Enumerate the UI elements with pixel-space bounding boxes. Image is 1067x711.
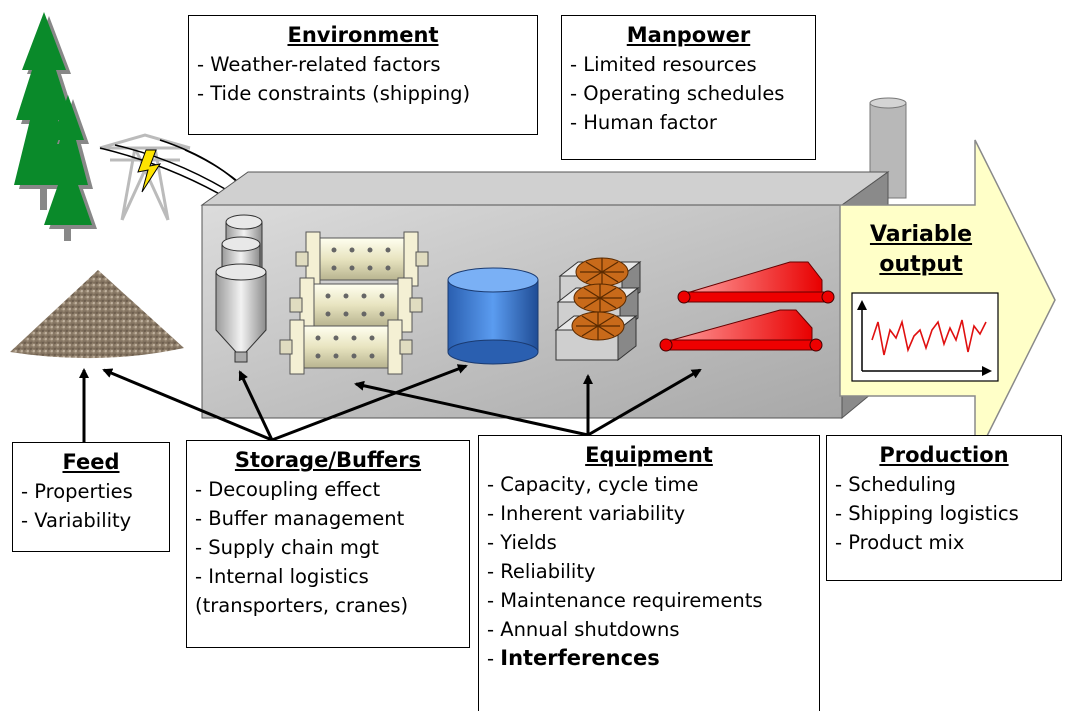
equipment-item: - Maintenance requirements [487, 589, 763, 612]
feed-item: - Variability [21, 509, 132, 532]
equipment-item: - Capacity, cycle time [487, 473, 699, 496]
production-title: Production [879, 443, 1009, 467]
equipment-item-interferences: - Interferences [487, 644, 811, 673]
storage-item: - Decoupling effect [195, 478, 381, 501]
environment-title: Environment [287, 23, 439, 47]
storage-buffers-box: Storage/Buffers - Decoupling effect - Bu… [186, 440, 470, 648]
environment-box: Environment - Weather-related factors - … [188, 15, 538, 135]
equipment-item: - Annual shutdowns [487, 618, 680, 641]
feed-title: Feed [62, 450, 120, 474]
equipment-last-prefix: - [487, 647, 501, 670]
manpower-item: - Limited resources [570, 53, 757, 76]
manpower-item: - Human factor [570, 111, 717, 134]
production-item: - Scheduling [835, 473, 956, 496]
storage-title: Storage/Buffers [234, 448, 422, 472]
environment-item: - Weather-related factors [197, 53, 441, 76]
storage-item: (transporters, cranes) [195, 594, 409, 617]
ore-pile-icon [10, 270, 184, 359]
production-item: - Shipping logistics [835, 502, 1019, 525]
equipment-item: - Inherent variability [487, 502, 686, 525]
output-trend-chart [851, 292, 999, 382]
conveyors-icon [659, 261, 835, 352]
variable-output-line1: Variable [869, 222, 973, 247]
feed-box: Feed - Properties - Variability [12, 442, 170, 552]
manpower-box: Manpower - Limited resources - Operating… [561, 15, 816, 160]
storage-item: - Internal logistics [195, 565, 369, 588]
environment-item: - Tide constraints (shipping) [197, 82, 471, 105]
tank-icon [447, 267, 539, 365]
feed-item: - Properties [21, 480, 133, 503]
manpower-item: - Operating schedules [570, 82, 785, 105]
variable-output-line2: output [879, 252, 963, 277]
silos-icon [215, 214, 267, 363]
equipment-item: - Yields [487, 531, 557, 554]
mills-icon [279, 231, 429, 375]
equipment-item: - Reliability [487, 560, 596, 583]
storage-item: - Buffer management [195, 507, 405, 530]
equipment-box: Equipment - Capacity, cycle time - Inher… [478, 435, 820, 711]
equipment-last-item: Interferences [500, 646, 660, 670]
trees-icon [14, 12, 97, 241]
production-box: Production - Scheduling - Shipping logis… [826, 435, 1062, 581]
production-item: - Product mix [835, 531, 965, 554]
variable-output-title: Variable output [846, 220, 996, 280]
manpower-title: Manpower [626, 23, 751, 47]
lightning-icon [137, 149, 162, 193]
equipment-title: Equipment [585, 443, 713, 467]
connector-arrows [79, 364, 702, 448]
storage-item: - Supply chain mgt [195, 536, 379, 559]
filters-icon [555, 257, 642, 361]
power-pylon-icon [99, 133, 191, 221]
